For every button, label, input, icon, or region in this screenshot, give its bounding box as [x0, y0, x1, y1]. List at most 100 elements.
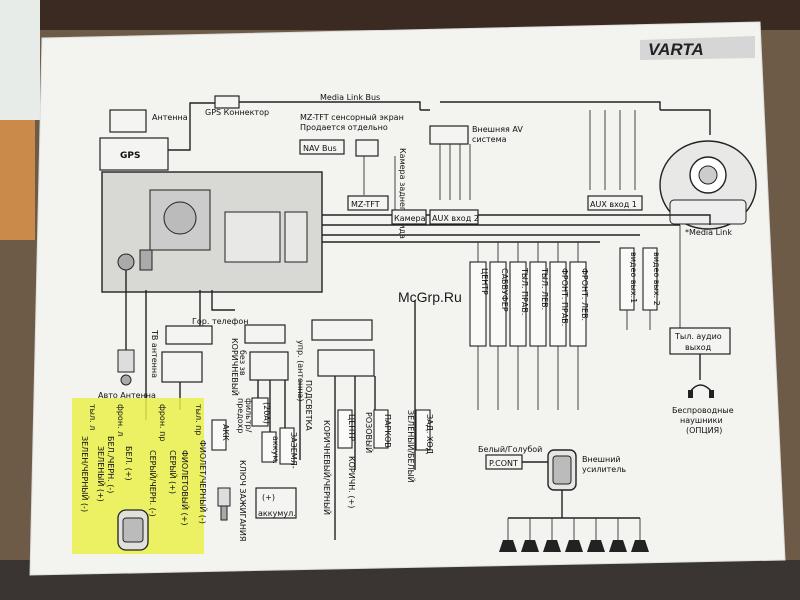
rca-wires-top	[477, 242, 579, 262]
reverse-label: ЗАД. ХОД	[425, 414, 434, 454]
speaker-wire-1: ЗЕЛЕН/ЧЕРНЫЙ (-)	[80, 436, 91, 512]
hot-phone-connector	[165, 325, 213, 345]
battery-label: аккумул.	[258, 509, 296, 518]
external-av-label-2: система	[472, 135, 507, 144]
rca-label-2: САБВУФЕР	[500, 268, 509, 312]
left-object	[0, 0, 40, 120]
amplifier-icon	[547, 449, 577, 491]
nav-bus-label: NAV Bus	[303, 144, 337, 153]
headphones-icon	[688, 384, 714, 398]
akk-label: АКК	[221, 424, 230, 441]
center-box	[337, 409, 353, 449]
mz-tft-label: MZ-TFT	[351, 200, 380, 209]
reverse-box	[415, 409, 431, 451]
video-wires	[626, 225, 681, 330]
harness-plug-3	[311, 319, 373, 341]
ground-label: ЗАЗЕМЛ-	[289, 432, 298, 469]
rca-label-6: ФРОНТ. ЛЕВ.	[580, 268, 589, 321]
hot-phone-label: Гор. телефон	[192, 317, 249, 326]
speaker-wire-2: ЗЕЛЕНЫЙ (+)	[96, 446, 107, 502]
top-right-bus	[420, 101, 661, 111]
av-wires	[439, 144, 471, 200]
fuse-label-3: (20А)	[262, 402, 271, 424]
amp-wire-label: Белый/Голубой	[478, 445, 542, 454]
rca-label-1: ЦЕНТР	[480, 268, 489, 295]
rear-audio-label-1: Тыл. аудио	[674, 332, 722, 341]
parking-box	[373, 409, 389, 449]
media-link-bus-wire	[239, 101, 421, 110]
brown-black-label: КОРИЧНЕВЫЙ/ЧЕРНЫЙ	[322, 420, 333, 515]
green-white-label: ЗЕЛЕНЫЙ/БЕЛЫЙ	[406, 410, 417, 483]
speaker-pos-1: тыл. л	[88, 404, 97, 430]
amp-label-1: Внешний	[582, 455, 621, 464]
gps-box	[99, 137, 169, 171]
media-link-label: *Media Link	[685, 228, 732, 237]
speaker-wire-8: ФИОЛЕТ/ЧЕРНЫЙ (-)	[198, 440, 209, 524]
pcont-label: P.CONT	[489, 459, 518, 468]
left-board	[0, 120, 35, 240]
tv-antenna-label: ТВ антенна	[150, 329, 159, 378]
antenna-label: Антенна	[152, 113, 188, 122]
left-harness	[145, 290, 235, 420]
gps-antenna-box	[109, 109, 147, 133]
gps-connector-label: GPS Коннектор	[205, 108, 269, 117]
antenna-plug-icon	[117, 349, 135, 386]
speaker-wire-6: СЕРЫЙ (+)	[168, 450, 179, 494]
battery-plus-text: (+)	[262, 493, 275, 502]
wireless-label-3: (ОПЦИЯ)	[686, 426, 722, 435]
speaker-pos-5: фрон. пр	[158, 404, 167, 441]
mz-tft-note-1: MZ-TFT сенсорный экран	[300, 113, 404, 122]
illum-label-1: упр. (антенна)	[296, 340, 305, 401]
amp-label-2: усилитель	[582, 465, 626, 474]
logo: VARTA	[640, 36, 755, 60]
nav-bus-box	[299, 139, 345, 155]
speaker-pos-3: фрон. л	[116, 404, 125, 436]
parking-label: ПАРКОВ	[383, 414, 392, 448]
wireless-label-2: наушники	[680, 416, 723, 425]
mz-tft-note-2: Продается отдельно	[300, 123, 388, 132]
battery-plus-label: аккум.	[271, 436, 280, 464]
rca-label-5: ФРОНТ. ПРАВ.	[560, 268, 569, 326]
mz-tft-box	[347, 195, 389, 211]
rear-audio-box	[669, 327, 731, 355]
watermark: McGrp.Ru	[398, 289, 462, 305]
pink-label: РОЗОВЫЙ	[364, 412, 375, 453]
speaker-pos-7: тыл. пр	[194, 404, 203, 435]
aux2-label: AUX вход 2	[432, 214, 479, 223]
illum-label-2: ПОДСВЕТКА	[304, 380, 313, 431]
battery-box	[255, 487, 297, 519]
fuse-box	[251, 397, 269, 427]
fuse-label-2: предохр	[236, 398, 245, 433]
akk-box	[211, 419, 227, 451]
center-label: ЦЕНТР	[347, 414, 356, 441]
battery-plus-box	[261, 431, 277, 463]
external-av-box	[429, 125, 469, 145]
no-sound-label: без зв	[238, 350, 247, 376]
harness-plug-4	[317, 349, 375, 377]
brown-plus-label: КОРИЧН. (+)	[347, 456, 356, 508]
speaker-wire-5: СЕРЫЙ/ЧЕРН. (-)	[148, 450, 159, 517]
rear-camera-label: Камера заднего вида	[398, 148, 407, 239]
ignition-label: КЛЮЧ ЗАЖИГАНИЯ	[238, 460, 247, 541]
logo-text: VARTA	[648, 40, 704, 59]
rca-label-4: ТЫЛ. ЛЕВ.	[540, 267, 549, 310]
tv-box	[161, 351, 203, 383]
camera-label: Камера	[394, 214, 426, 223]
media-link-device	[659, 140, 757, 230]
speaker-wire-7: ФИОЛЕТОВЫЙ (+)	[180, 450, 191, 525]
harness-plug-1	[244, 324, 286, 344]
camera-icon	[355, 139, 379, 157]
rear-audio-label-2: выход	[685, 343, 712, 352]
speaker-wire-4: БЕЛ. (+)	[124, 446, 133, 481]
aux1-label: AUX вход 1	[590, 200, 637, 209]
camera-box	[391, 209, 427, 225]
gps-label: GPS	[120, 151, 140, 161]
external-av-label-1: Внешняя AV	[472, 125, 523, 134]
wireless-label-1: Беспроводные	[672, 406, 734, 415]
ignition-key-icon	[217, 487, 231, 521]
media-link-wire	[660, 109, 711, 135]
brown-label: КОРИЧНЕВЫЙ	[230, 338, 241, 396]
speaker-wire-3: БЕЛ./ЧЕРН. (-)	[106, 436, 115, 493]
aux1-wires	[589, 110, 636, 190]
gps-wire	[168, 102, 215, 151]
